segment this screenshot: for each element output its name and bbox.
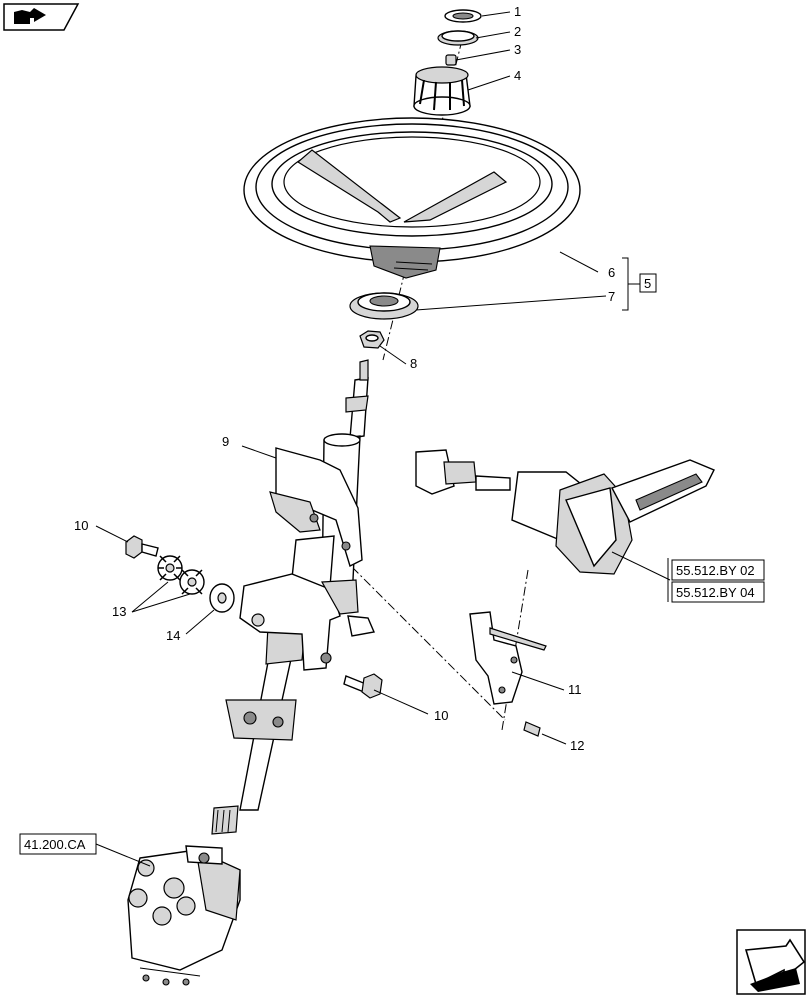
reference-label-41-200-ca: 41.200.CA — [24, 837, 86, 852]
callout-9: 9 — [222, 434, 229, 449]
bracket-centerline — [339, 554, 506, 721]
reference-box-55-512-by-02[interactable]: 55.512.BY 02 — [671, 559, 765, 581]
folder-arrow-icon[interactable] — [3, 3, 80, 31]
callout-11: 11 — [568, 682, 582, 697]
callout-13: 13 — [112, 604, 126, 619]
bolt-right — [343, 673, 383, 699]
steering-cover-disc — [437, 30, 479, 46]
steering-nut — [359, 330, 385, 349]
reference-label-55-512-by-04: 55.512.BY 04 — [676, 585, 755, 600]
steering-wheel — [243, 117, 581, 279]
steering-hub-knob — [413, 66, 471, 116]
callout-7: 7 — [608, 289, 615, 304]
callout-8: 8 — [410, 356, 417, 371]
column-lower-bracket — [239, 573, 375, 671]
steering-control-unit — [127, 845, 241, 986]
star-washer-upper — [157, 555, 183, 581]
callout-4: 4 — [514, 68, 521, 83]
callout-10-upper: 10 — [74, 518, 88, 533]
callout-10-lower: 10 — [434, 708, 448, 723]
multifunction-lever — [415, 449, 715, 575]
steering-seal-ring — [349, 292, 419, 320]
callout-5: 5 — [644, 276, 651, 291]
callout-12: 12 — [570, 738, 584, 753]
steering-clip — [445, 54, 457, 66]
callout-1: 1 — [514, 4, 521, 19]
callout-14: 14 — [166, 628, 180, 643]
bolt-left — [125, 535, 159, 559]
column-upper-bracket — [269, 447, 363, 567]
flat-washer — [209, 583, 235, 613]
reference-box-55-512-by-04[interactable]: 55.512.BY 04 — [671, 581, 765, 603]
callout-2: 2 — [514, 24, 521, 39]
reference-box-41-200-ca[interactable]: 41.200.CA — [19, 833, 97, 855]
next-page-arrow-icon[interactable] — [736, 929, 806, 995]
star-washer-lower — [179, 569, 205, 595]
callout-6: 6 — [608, 265, 615, 280]
reference-label-55-512-by-02: 55.512.BY 02 — [676, 563, 755, 578]
callout-3: 3 — [514, 42, 521, 57]
lever-screw — [523, 721, 541, 737]
lever-bracket — [469, 611, 547, 705]
steering-cap-emblem — [444, 9, 482, 23]
